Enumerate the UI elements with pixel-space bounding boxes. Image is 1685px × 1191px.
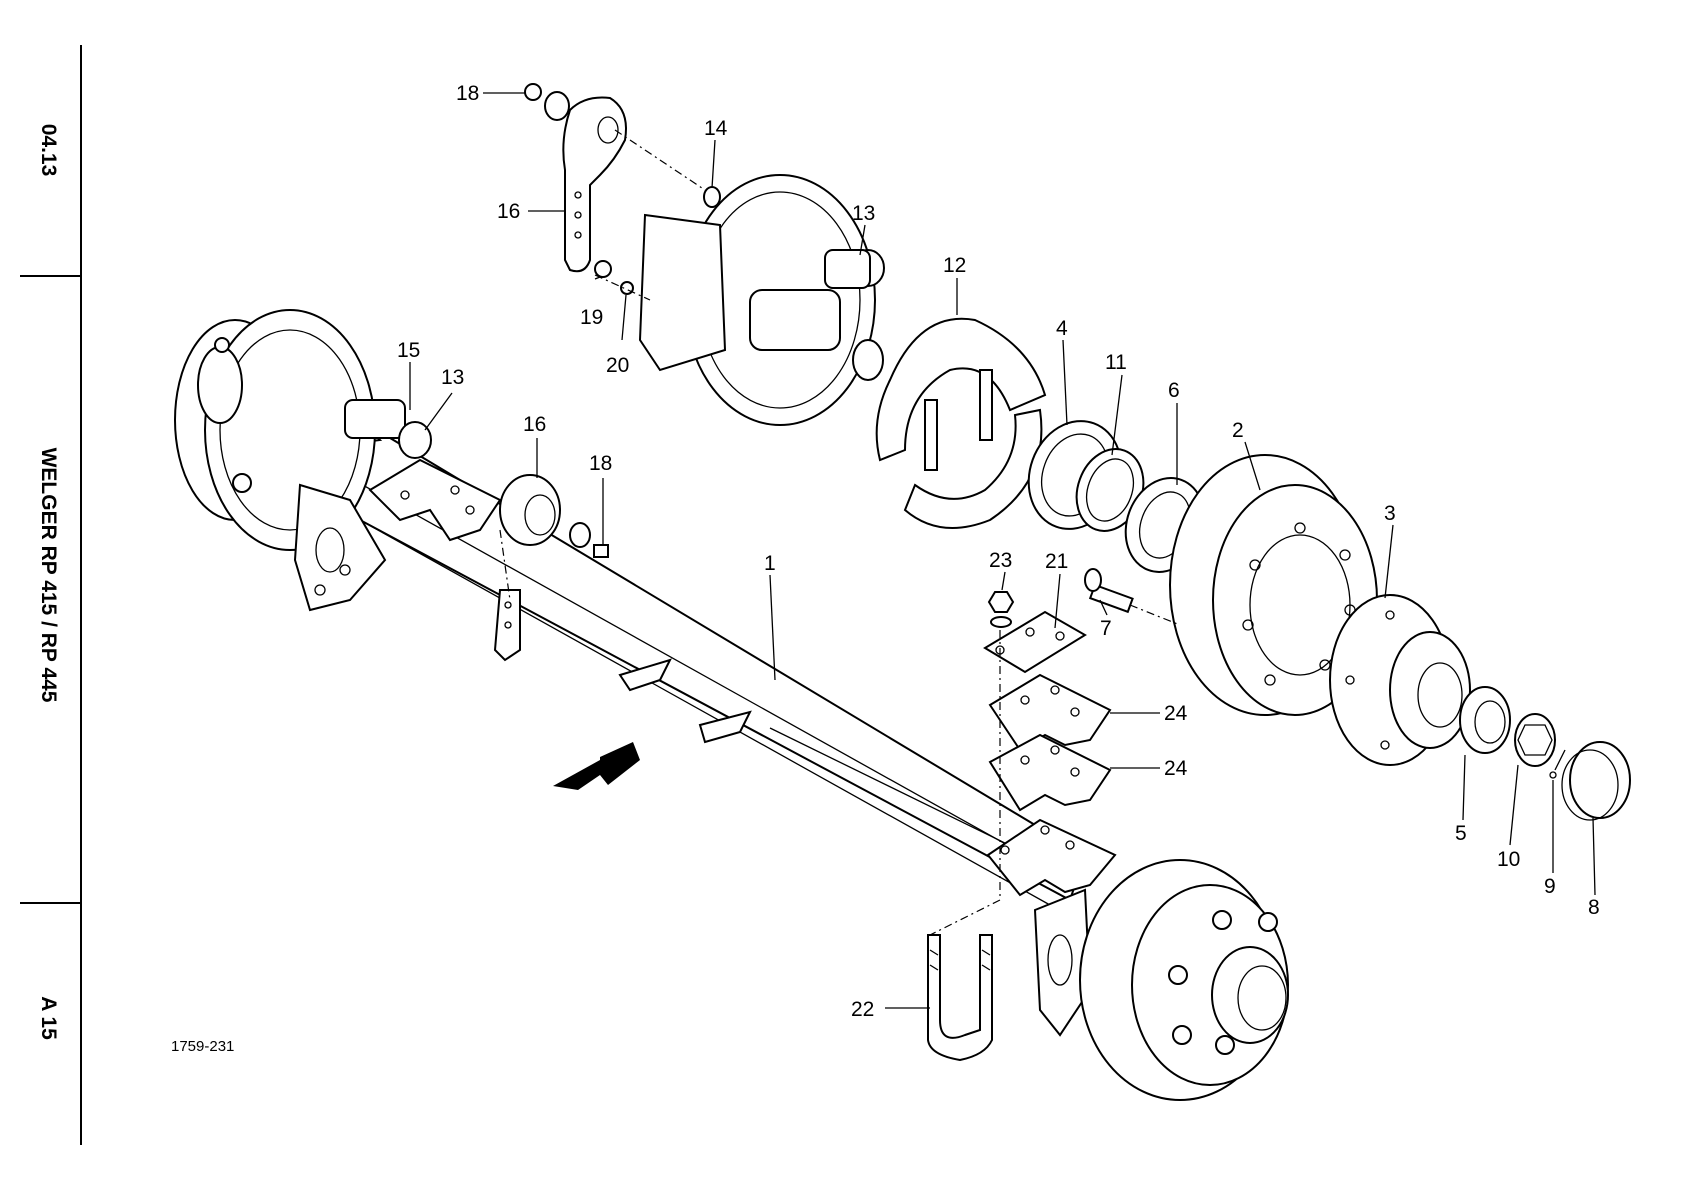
- callout-2: 2: [1232, 419, 1244, 442]
- callout-13-left: 13: [441, 366, 464, 389]
- u-bolt: [928, 935, 992, 1060]
- right-hub-assembly: [1035, 860, 1288, 1100]
- callout-7: 7: [1100, 617, 1112, 640]
- callout-18-lower: 18: [589, 452, 612, 475]
- callout-14: 14: [704, 117, 728, 140]
- spacer-plate: [990, 735, 1110, 810]
- callout-18: 18: [456, 82, 479, 105]
- figure-code: 1759-231: [171, 1038, 234, 1055]
- callout-10: 10: [1497, 848, 1520, 871]
- callout-4: 4: [1056, 317, 1068, 340]
- callout-11: 11: [1105, 351, 1127, 374]
- brake-backing-plate: [640, 175, 884, 425]
- spacer-plate: [990, 675, 1110, 750]
- hub-cap: [1562, 742, 1630, 820]
- callout-9: 9: [1544, 875, 1556, 898]
- brake-shoes: [877, 319, 1045, 528]
- callout-24-lower: 24: [1164, 757, 1188, 780]
- callout-3: 3: [1384, 502, 1396, 525]
- callout-24-upper: 24: [1164, 702, 1188, 725]
- callout-15: 15: [397, 339, 420, 362]
- left-hub-assembly: [175, 310, 385, 610]
- callout-23: 23: [989, 549, 1012, 572]
- nut-washer-stack: [989, 592, 1013, 627]
- callout-20: 20: [606, 354, 629, 377]
- callout-16: 16: [497, 200, 520, 223]
- castle-nut: [1515, 714, 1555, 766]
- callout-19: 19: [580, 306, 603, 329]
- callout-16-lower: 16: [523, 413, 546, 436]
- callout-1: 1: [764, 552, 776, 575]
- callout-6: 6: [1168, 379, 1180, 402]
- callout-22: 22: [851, 998, 874, 1021]
- outer-bearing: [1460, 687, 1510, 753]
- callout-21: 21: [1045, 550, 1068, 573]
- slack-adjuster-upper: [525, 84, 626, 271]
- callout-12: 12: [943, 254, 966, 277]
- wheel-hub: [1330, 595, 1470, 765]
- wheel-bolt: [1085, 569, 1133, 612]
- callout-5: 5: [1455, 822, 1467, 845]
- callout-13: 13: [852, 202, 875, 225]
- callout-8: 8: [1588, 896, 1600, 919]
- arrow-icon: [553, 742, 640, 790]
